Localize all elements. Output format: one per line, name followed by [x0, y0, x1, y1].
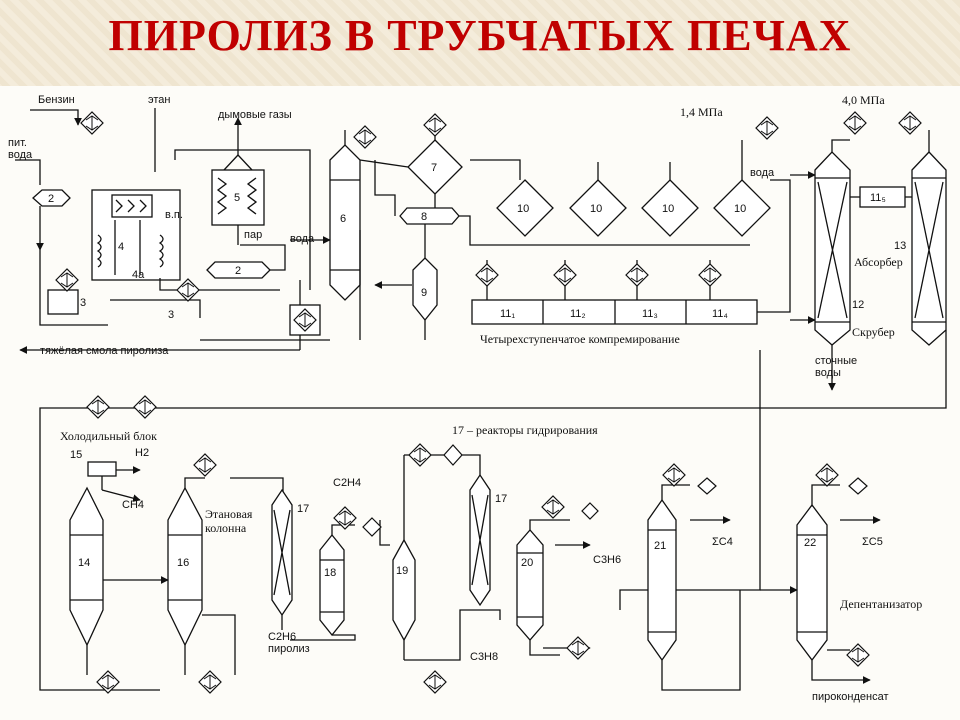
label-4: 4 [118, 241, 124, 253]
stream-c3h6: C3H6 [593, 554, 621, 566]
label-2a: 2 [48, 193, 54, 205]
caption-ethane-col-2: колонна [205, 521, 247, 535]
label-4a: 4а [132, 269, 145, 281]
label-22: 22 [804, 537, 816, 549]
label-10d: 10 [734, 203, 746, 215]
small-diamonds [362, 444, 868, 537]
unit-10d [713, 179, 771, 237]
unit-10b [569, 179, 627, 237]
label-10c: 10 [662, 203, 674, 215]
label-18: 18 [324, 567, 336, 579]
unit-10a [496, 179, 554, 237]
stream-vp: в.п. [165, 209, 183, 221]
label-9: 9 [421, 287, 427, 299]
label-12: 12 [852, 299, 864, 311]
stream-c2h4: C2H4 [333, 477, 361, 489]
caption-hydro-reactors: 17 – реакторы гидрирования [452, 423, 598, 437]
stream-feed-water-2: вода [8, 149, 33, 161]
label-10b: 10 [590, 203, 602, 215]
label-2b: 2 [235, 265, 241, 277]
stream-waste-water-2: воды [815, 367, 841, 379]
label-11-3: 11₃ [642, 308, 658, 320]
stream-labels: Бензин этан дымовые газы пит. вода пар в… [8, 94, 889, 703]
column-22 [796, 503, 828, 662]
label-14: 14 [78, 557, 90, 569]
caption-cold-block: Холодильный блок [60, 429, 157, 443]
label-8: 8 [421, 211, 427, 223]
stream-benzin: Бензин [38, 94, 75, 106]
label-11-2: 11₂ [570, 308, 586, 320]
label-13: 13 [894, 240, 906, 252]
pressure-1: 1,4 МПа [680, 105, 723, 119]
stream-pyrocondensate: пироконденсат [812, 691, 889, 703]
label-17a: 17 [297, 503, 309, 515]
stream-feed-water-1: пит. [8, 137, 27, 149]
label-5: 5 [234, 192, 240, 204]
column-14 [69, 486, 104, 647]
label-7: 7 [431, 162, 437, 174]
label-15: 15 [70, 449, 82, 461]
unit-8 [399, 207, 460, 225]
caption-absorber: Абсорбер [854, 255, 903, 269]
label-21: 21 [654, 540, 666, 552]
label-10a: 10 [517, 203, 529, 215]
caption-scrubber: Скрубер [852, 325, 895, 339]
column-18 [319, 533, 345, 637]
caption-ethane-col-1: Этановая [205, 507, 253, 521]
stream-sum-c4: ΣC4 [712, 536, 733, 548]
label-11-4: 11₄ [712, 308, 728, 320]
stream-ethane: этан [148, 94, 170, 106]
unit-10c [641, 179, 699, 237]
pressure-labels: 1,4 МПа 4,0 МПа [680, 93, 885, 119]
stream-heavy-tar: тяжёлая смола пиролиза [40, 345, 169, 357]
stream-water-6: вода [290, 233, 315, 245]
stream-water-11: вода [750, 167, 775, 179]
stream-waste-water-1: сточные [815, 355, 857, 367]
stream-c3h8: C3H8 [470, 651, 498, 663]
label-3b: 3 [168, 309, 174, 321]
label-17b: 17 [495, 493, 507, 505]
label-16: 16 [177, 557, 189, 569]
label-20: 20 [521, 557, 533, 569]
label-19: 19 [396, 565, 408, 577]
unit-2-exchanger [32, 189, 71, 207]
caption-depentanizer: Депентанизатор [840, 597, 922, 611]
stream-c2h6: C2H6 [268, 631, 296, 643]
caption-labels: Четырехступенчатое компремирование Абсор… [60, 255, 922, 611]
pressure-2: 4,0 МПа [842, 93, 885, 107]
label-11-5: 11₅ [870, 192, 886, 204]
label-11-1: 11₁ [500, 308, 515, 320]
page-title: ПИРОЛИЗ В ТРУБЧАТЫХ ПЕЧАХ [108, 11, 852, 60]
stream-steam: пар [244, 229, 262, 241]
column-20 [516, 529, 544, 641]
column-19 [392, 538, 416, 642]
label-3a: 3 [80, 297, 86, 309]
stream-sum-c5: ΣC5 [862, 536, 883, 548]
caption-compression: Четырехступенчатое компремирование [480, 332, 680, 346]
stream-ch4: CH4 [122, 499, 144, 511]
stream-h2: H2 [135, 447, 149, 459]
unit-3-left [47, 289, 79, 315]
label-6: 6 [340, 213, 346, 225]
vessel-15 [87, 461, 117, 477]
stream-flue-gas: дымовые газы [218, 109, 292, 121]
equipment-numbers: 2 2 3 3 4 4а 5 6 7 8 9 10 10 10 10 11₁ 1… [48, 162, 906, 579]
column-21 [647, 498, 677, 662]
stream-pyrolysis: пиролиз [268, 643, 310, 655]
